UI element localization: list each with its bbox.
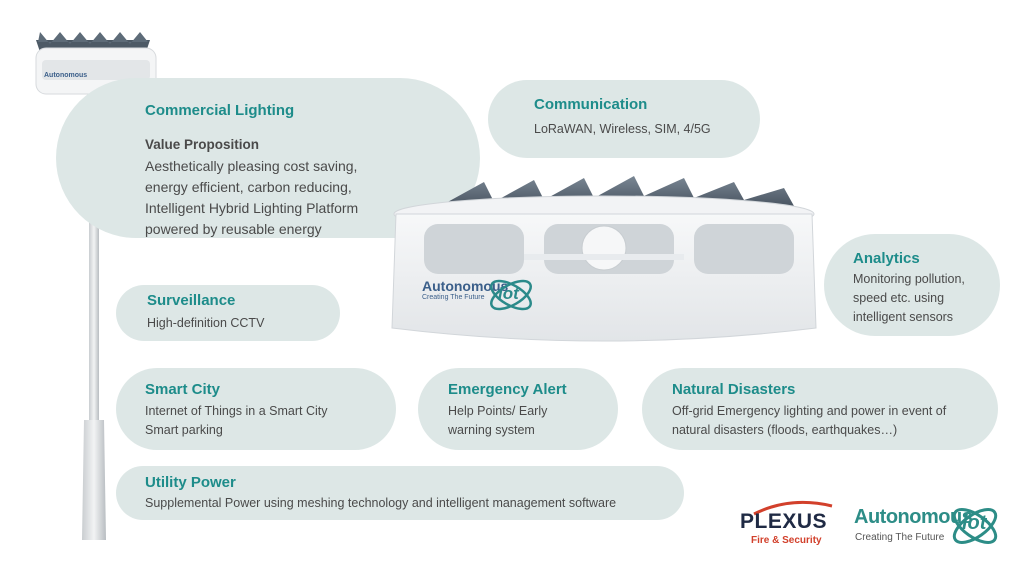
plexus-swoosh-icon: [753, 500, 833, 516]
plexus-logo: PLEXUS Fire & Security: [740, 494, 840, 550]
autonomous-logo: Autonomous Creating The Future iot: [852, 500, 1012, 556]
analytics-line: intelligent sensors: [853, 310, 954, 324]
value-line: Aesthetically pleasing cost saving,: [145, 158, 358, 174]
commercial-lighting-title: Commercial Lighting: [145, 102, 295, 119]
emergency-line: Help Points/ Early: [448, 404, 548, 418]
smart-city-line: Internet of Things in a Smart City: [145, 404, 328, 418]
analytics-card: Analytics Monitoring pollution, speed et…: [824, 234, 1000, 336]
autonomous-tagline: Creating The Future: [855, 532, 945, 543]
utility-power-card: Utility Power Supplemental Power using m…: [116, 466, 684, 520]
emergency-alert-text: Help Points/ Early warning system: [448, 402, 547, 440]
natural-line: natural disasters (floods, earthquakes…): [672, 423, 898, 437]
device-logo-tagline: Creating The Future: [422, 294, 485, 301]
smart-city-text: Internet of Things in a Smart City Smart…: [145, 402, 328, 440]
value-line: Intelligent Hybrid Lighting Platform: [145, 200, 359, 216]
lamp-device-image: [384, 168, 824, 354]
analytics-line: Monitoring pollution,: [853, 272, 965, 286]
natural-disasters-card: Natural Disasters Off-grid Emergency lig…: [642, 368, 998, 450]
value-line: energy efficient, carbon reducing,: [145, 179, 352, 195]
natural-disasters-title: Natural Disasters: [672, 381, 796, 398]
value-proposition-subtitle: Value Proposition: [145, 137, 260, 152]
device-iot-text: iot: [498, 284, 519, 303]
emergency-alert-title: Emergency Alert: [448, 381, 567, 398]
communication-card: Communication LoRaWAN, Wireless, SIM, 4/…: [488, 80, 760, 158]
analytics-line: speed etc. using: [853, 291, 945, 305]
smart-city-card: Smart City Internet of Things in a Smart…: [116, 368, 396, 450]
plexus-name: PLEXUS: [740, 510, 828, 533]
communication-title: Communication: [534, 96, 648, 113]
emergency-line: warning system: [448, 423, 535, 437]
surveillance-title: Surveillance: [147, 292, 236, 309]
pole-lamp-logo: Autonomous: [44, 72, 87, 79]
natural-disasters-text: Off-grid Emergency lighting and power in…: [672, 402, 946, 440]
emergency-alert-card: Emergency Alert Help Points/ Early warni…: [418, 368, 618, 450]
value-proposition-text: Aesthetically pleasing cost saving, ener…: [145, 156, 475, 240]
communication-text: LoRaWAN, Wireless, SIM, 4/5G: [534, 122, 711, 136]
utility-power-text: Supplemental Power using meshing technol…: [145, 496, 617, 510]
device-iot-mark: iot: [486, 272, 536, 318]
natural-line: Off-grid Emergency lighting and power in…: [672, 404, 947, 418]
value-line: powered by reusable energy: [145, 221, 322, 237]
autonomous-name: Autonomous: [854, 506, 973, 528]
pole-lamp-logo-text: Autonomous: [44, 72, 88, 79]
surveillance-text: High-definition CCTV: [147, 316, 265, 330]
analytics-text: Monitoring pollution, speed etc. using i…: [853, 270, 965, 327]
utility-power-title: Utility Power: [145, 474, 236, 491]
analytics-title: Analytics: [853, 250, 920, 267]
plexus-tagline: Fire & Security: [751, 535, 822, 546]
smart-city-title: Smart City: [145, 381, 221, 398]
surveillance-card: Surveillance High-definition CCTV: [116, 285, 340, 341]
device-logo: Autonomous Creating The Future: [422, 278, 508, 301]
autonomous-orbit-icon: [952, 508, 998, 544]
device-logo-name: Autonomous: [422, 278, 509, 294]
autonomous-iot-text: iot: [962, 512, 987, 534]
smart-city-line: Smart parking: [145, 423, 223, 437]
